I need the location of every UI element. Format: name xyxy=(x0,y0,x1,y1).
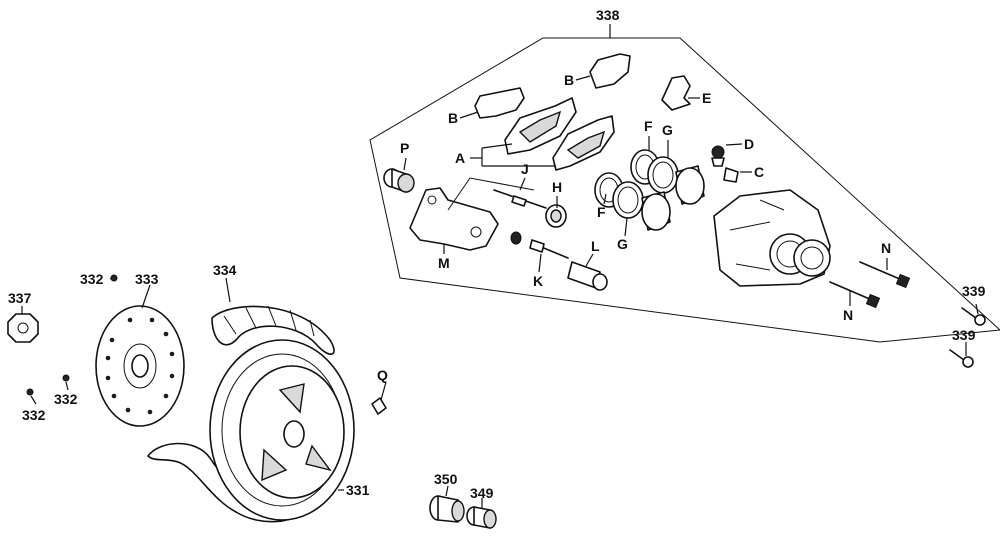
pad-shims-b xyxy=(474,53,631,119)
bleeder-valve xyxy=(711,145,739,183)
label-333: 333 xyxy=(135,271,159,287)
label-b-1: B xyxy=(448,110,458,126)
label-l: L xyxy=(591,238,600,254)
caliper-body xyxy=(713,189,831,287)
label-332-c: 332 xyxy=(22,407,46,423)
label-337: 337 xyxy=(8,290,32,306)
label-q: Q xyxy=(377,367,388,383)
label-b-2: B xyxy=(564,72,574,88)
callout-labels: 338 A B B E D C F G F G H J K L M N N P … xyxy=(8,7,986,501)
bushing-p xyxy=(383,168,415,193)
label-f-1: F xyxy=(644,118,653,134)
valve-stem-q xyxy=(371,397,387,415)
caliper-assembly-outline xyxy=(369,37,1000,343)
label-349: 349 xyxy=(470,485,494,501)
label-e: E xyxy=(702,90,711,106)
label-n-2: N xyxy=(843,307,853,323)
disc-bolts-332 xyxy=(26,274,118,396)
brake-disc-333 xyxy=(95,305,185,427)
label-k: K xyxy=(533,273,543,289)
label-331: 331 xyxy=(346,482,370,498)
pad-spring-e xyxy=(661,75,691,111)
label-339-a: 339 xyxy=(962,283,986,299)
mount-bolts-339 xyxy=(949,307,986,368)
label-d: D xyxy=(744,136,754,152)
label-a: A xyxy=(455,150,465,166)
label-332-b: 332 xyxy=(54,391,78,407)
label-f-2: F xyxy=(597,204,606,220)
axle-nut-337 xyxy=(7,313,39,343)
slide-pin-k xyxy=(510,231,608,291)
label-j: J xyxy=(521,161,529,177)
label-m: M xyxy=(438,255,450,271)
brake-pads-a xyxy=(504,97,615,171)
caliper-pistons xyxy=(641,165,705,231)
label-339-b: 339 xyxy=(952,327,976,343)
label-h: H xyxy=(552,179,562,195)
spacer-349 xyxy=(466,506,497,529)
caliper-bracket-m xyxy=(409,187,499,251)
label-p: P xyxy=(400,140,409,156)
spacer-350 xyxy=(429,495,465,523)
caliper-bolts-n xyxy=(829,261,911,309)
label-g-1: G xyxy=(662,122,673,138)
leader-lines xyxy=(21,24,979,508)
wheel-rim-331 xyxy=(209,339,355,521)
label-c: C xyxy=(754,164,764,180)
label-334: 334 xyxy=(213,262,237,278)
label-n-1: N xyxy=(881,240,891,256)
label-350: 350 xyxy=(434,471,458,487)
slide-pin-j xyxy=(493,189,567,228)
label-g-2: G xyxy=(617,236,628,252)
label-338: 338 xyxy=(596,7,620,23)
label-332-a: 332 xyxy=(80,271,104,287)
